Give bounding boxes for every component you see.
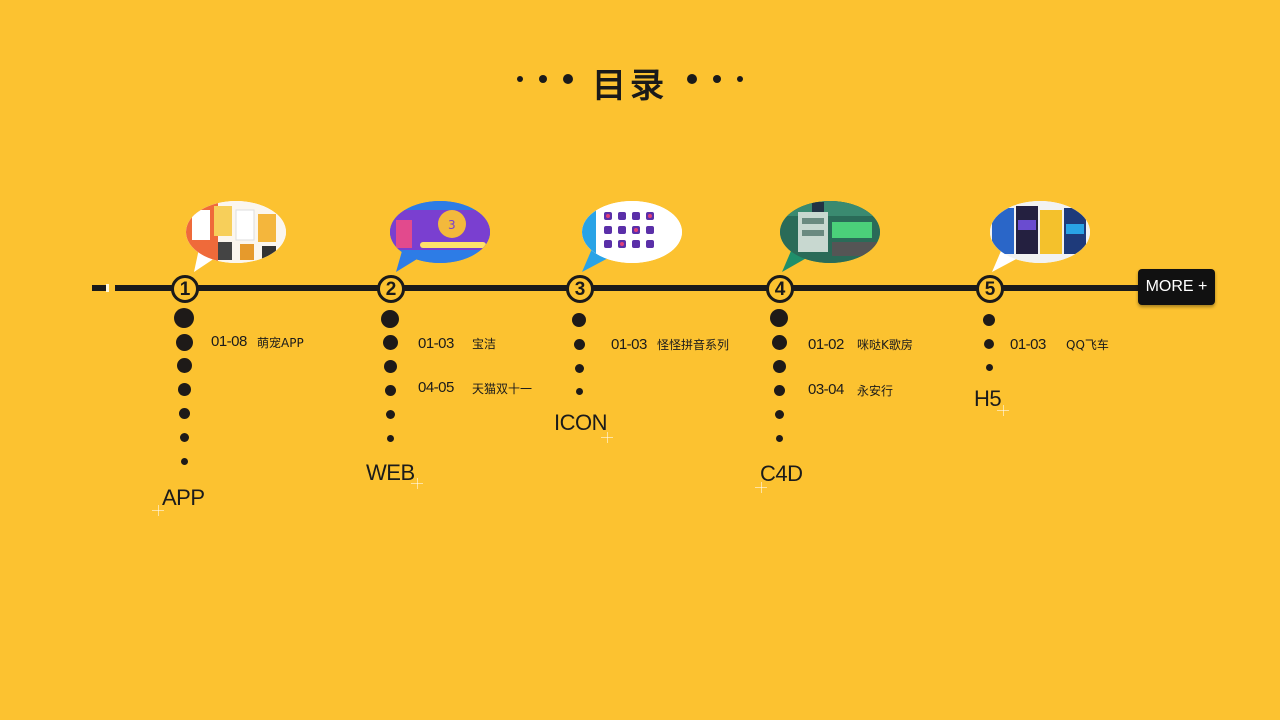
web-thumbnail-bubble[interactable]: 3 [382,198,494,278]
project-date: 04-05 [418,379,454,396]
timeline-dot [180,433,189,442]
timeline-dot [387,435,394,442]
timeline-dot [773,360,786,373]
timeline-dot [572,313,586,327]
project-name[interactable]: 怪怪拼音系列 [657,338,730,352]
timeline-dot [178,383,191,396]
page-title: 目录 [592,66,668,106]
title-dot [687,74,697,84]
h5-thumbnail-bubble[interactable] [982,198,1094,278]
timeline-start-segment [92,285,107,291]
c4d-thumbnail-bubble[interactable] [770,198,882,278]
project-name[interactable]: 永安行 [857,384,894,398]
step-number-3: 3 [566,275,594,303]
timeline-dot [983,314,995,326]
project-date: 03-04 [808,381,844,398]
svg-text:3: 3 [448,218,456,232]
title-dot [517,76,523,82]
timeline-dot [179,408,190,419]
step-number-5: 5 [976,275,1004,303]
timeline-dot [776,435,783,442]
project-date: 01-03 [611,336,647,353]
sparkle-decoration [755,482,767,493]
timeline-dot [385,385,396,396]
project-name[interactable]: 宝洁 [472,337,497,351]
category-label-web[interactable]: WEB [366,460,415,485]
title-dot [737,76,743,82]
app-thumbnail-bubble[interactable] [178,198,290,278]
more-button[interactable]: MORE + [1138,269,1215,305]
sparkle-decoration [152,505,164,516]
project-name[interactable]: 萌宠APP [257,336,304,350]
timeline-dot [984,339,994,349]
timeline-dot [384,360,397,373]
timeline-dot [381,310,399,328]
timeline-dot [775,410,784,419]
category-label-icon[interactable]: ICON [554,410,608,435]
timeline-dot [181,458,188,465]
project-date: 01-03 [1010,336,1046,353]
category-label-app[interactable]: APP [162,485,205,510]
timeline-dot [986,364,993,371]
project-date: 01-08 [211,333,247,350]
icon-thumbnail-bubble[interactable] [572,198,684,278]
project-name[interactable]: QQ飞车 [1066,338,1109,352]
title-area: 目录 [0,52,1280,108]
timeline-dot [575,364,584,373]
sparkle-decoration [997,405,1009,416]
sparkle-decoration [411,478,423,489]
timeline-dot [774,385,785,396]
timeline-dot [383,335,398,350]
step-number-1: 1 [171,275,199,303]
step-number-2: 2 [377,275,405,303]
title-dot [539,75,547,83]
project-date: 01-03 [418,335,454,352]
timeline-dot [576,388,583,395]
timeline-dot [770,309,788,327]
timeline-dot [386,410,395,419]
sparkle-decoration [601,432,613,443]
timeline-dot [574,339,585,350]
title-dot [563,74,573,84]
timeline-dot [772,335,787,350]
project-date: 01-02 [808,336,844,353]
category-label-c4d[interactable]: C4D [760,461,803,486]
timeline-dot [174,308,194,328]
project-name[interactable]: 天猫双十一 [472,382,533,396]
timeline-dot [177,358,192,373]
step-number-4: 4 [766,275,794,303]
title-dot [713,75,721,83]
timeline-bar [115,285,1145,291]
timeline-tick [106,284,109,292]
category-label-h5[interactable]: H5 [974,386,1002,411]
timeline-dot [176,334,193,351]
project-name[interactable]: 咪哒K歌房 [857,338,913,352]
